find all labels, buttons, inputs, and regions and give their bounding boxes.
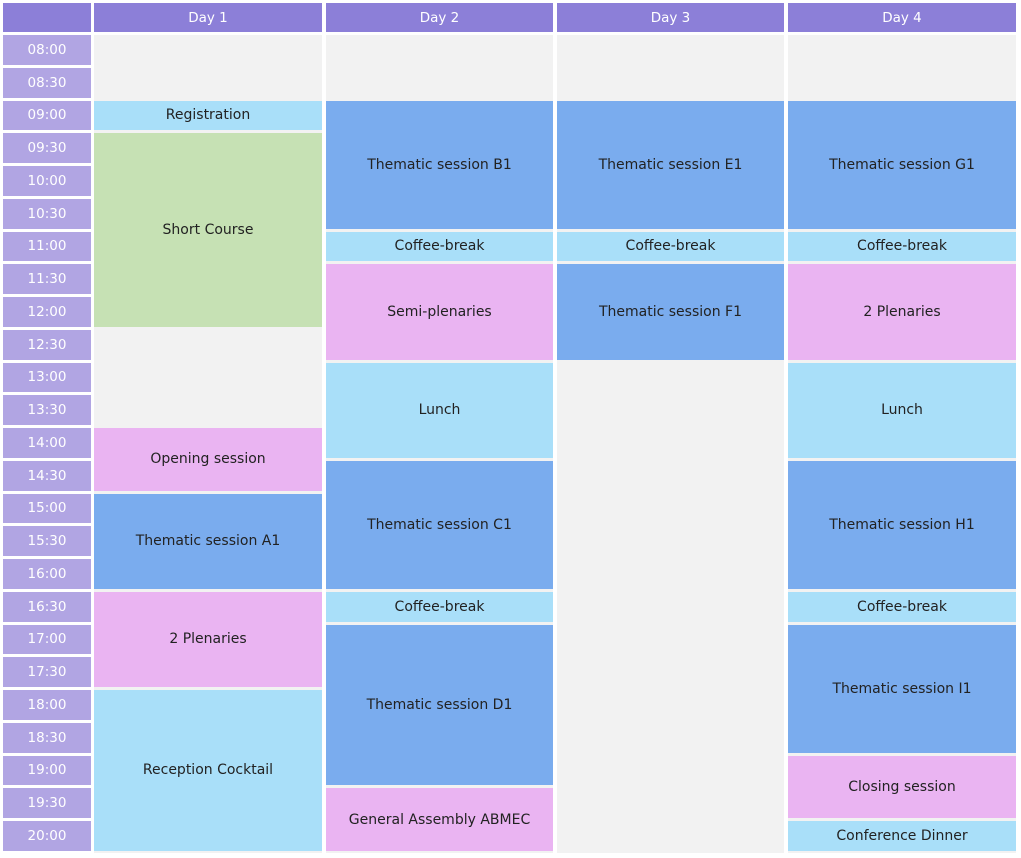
time-slot: 15:30 [3, 526, 91, 556]
time-slot: 12:00 [3, 297, 91, 327]
time-slot: 18:00 [3, 690, 91, 720]
time-slot: 09:00 [3, 100, 91, 131]
event-block[interactable]: Thematic session B1 [326, 100, 553, 229]
time-slot: 18:30 [3, 722, 91, 753]
day-header-1: Day 1 [94, 3, 322, 32]
event-block[interactable]: Thematic session E1 [557, 100, 784, 229]
day-header-3: Day 3 [557, 3, 784, 32]
event-block[interactable]: Thematic session D1 [326, 624, 553, 786]
time-slot: 13:30 [3, 395, 91, 425]
time-slot: 12:30 [3, 329, 91, 360]
event-block[interactable]: Lunch [788, 362, 1016, 458]
time-slot: 17:00 [3, 624, 91, 655]
event-block[interactable]: General Assembly ABMEC [326, 788, 553, 851]
time-slot: 09:30 [3, 133, 91, 163]
event-block[interactable]: Thematic session G1 [788, 100, 1016, 229]
day-header-4: Day 4 [788, 3, 1016, 32]
time-slot: 15:00 [3, 493, 91, 524]
event-block[interactable]: Semi-plenaries [326, 264, 553, 360]
time-slot: 17:30 [3, 657, 91, 687]
time-slot: 08:30 [3, 67, 91, 98]
event-block[interactable]: Thematic session I1 [788, 624, 1016, 753]
event-block[interactable]: Lunch [326, 362, 553, 458]
event-block[interactable]: Coffee-break [326, 231, 553, 262]
event-block[interactable]: Short Course [94, 133, 322, 327]
corner-header [3, 3, 91, 32]
event-block[interactable]: Coffee-break [788, 231, 1016, 262]
time-slot: 10:30 [3, 198, 91, 229]
time-slot: 14:30 [3, 460, 91, 491]
day-header-2: Day 2 [326, 3, 553, 32]
time-slot: 16:30 [3, 591, 91, 622]
event-block[interactable]: Coffee-break [326, 591, 553, 622]
time-slot: 08:00 [3, 35, 91, 65]
event-block[interactable]: 2 Plenaries [788, 264, 1016, 360]
time-slot: 10:00 [3, 166, 91, 196]
event-block[interactable]: Thematic session A1 [94, 493, 322, 589]
time-slot: 19:30 [3, 788, 91, 818]
event-block[interactable]: Closing session [788, 755, 1016, 818]
event-block[interactable]: Thematic session H1 [788, 460, 1016, 589]
event-block[interactable]: 2 Plenaries [94, 591, 322, 687]
event-block[interactable]: Conference Dinner [788, 821, 1016, 851]
event-block[interactable]: Coffee-break [557, 231, 784, 262]
time-slot: 14:00 [3, 428, 91, 458]
event-block[interactable]: Coffee-break [788, 591, 1016, 622]
time-slot: 19:00 [3, 755, 91, 786]
event-block[interactable]: Reception Cocktail [94, 690, 322, 851]
time-slot: 13:00 [3, 362, 91, 393]
event-block[interactable]: Opening session [94, 428, 322, 491]
time-slot: 20:00 [3, 821, 91, 851]
time-slot: 16:00 [3, 559, 91, 589]
event-block[interactable]: Thematic session F1 [557, 264, 784, 360]
time-slot: 11:00 [3, 231, 91, 262]
event-block[interactable]: Registration [94, 100, 322, 131]
time-slot: 11:30 [3, 264, 91, 294]
event-block[interactable]: Thematic session C1 [326, 460, 553, 589]
